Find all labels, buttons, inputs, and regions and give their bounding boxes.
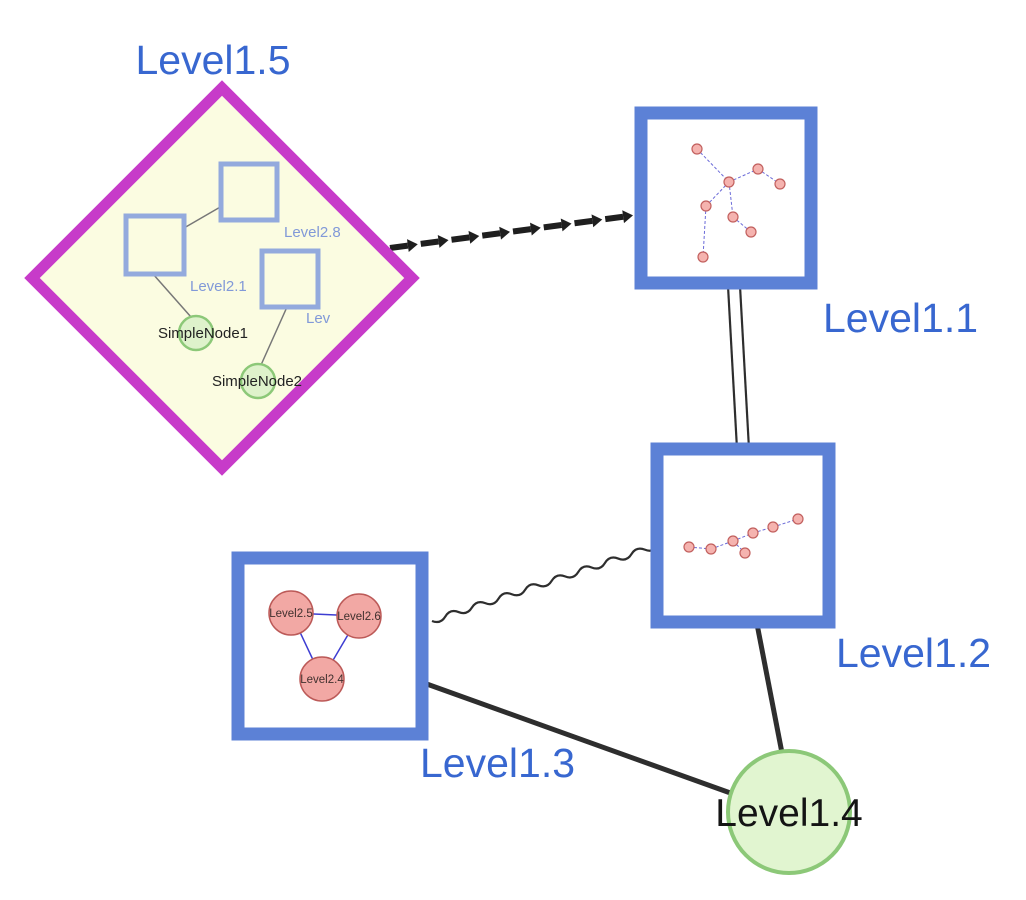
arrow-head-icon xyxy=(530,222,541,236)
arrow-dash xyxy=(389,242,409,251)
mini-node xyxy=(700,200,712,212)
mini-node xyxy=(747,527,759,539)
mini-edge xyxy=(696,148,730,183)
mini-edge xyxy=(688,546,712,550)
inner-node-label-level2-x: Lev xyxy=(306,310,331,327)
node-label-level1-1: Level1.1 xyxy=(823,295,978,341)
node-level1-3[interactable] xyxy=(231,551,429,741)
mini-node xyxy=(683,541,695,553)
inner-edge-sq2-sq1 xyxy=(183,205,223,229)
node-label-level1-3: Level1.3 xyxy=(420,740,575,786)
arrow-head-icon xyxy=(499,226,511,240)
mini-node xyxy=(723,176,735,188)
arrow-dash xyxy=(420,238,440,247)
node-label-level1-4: Level1.4 xyxy=(715,792,862,835)
arrow-dash xyxy=(604,213,624,223)
arrow-dash xyxy=(451,234,470,243)
arrow-head-icon xyxy=(407,239,418,253)
arrow-head-icon xyxy=(437,235,449,248)
mini-edge xyxy=(732,216,752,233)
inner-node-level2-4[interactable] xyxy=(299,656,345,702)
arrow-dash xyxy=(481,230,501,239)
mini-node xyxy=(792,513,804,525)
inner-node-level2-x[interactable] xyxy=(259,248,321,310)
mini-node xyxy=(697,251,709,263)
inner-node-simplenode2[interactable] xyxy=(239,362,277,400)
inner-node-label-level2-8: Level2.8 xyxy=(284,224,341,241)
inner-node-label-level2-4: Level2.4 xyxy=(300,674,344,686)
double-edge-line-2 xyxy=(738,285,751,450)
node-label-level1-5: Level1.5 xyxy=(135,37,290,83)
mini-edge xyxy=(702,205,707,258)
inner-node-label-level2-6: Level2.6 xyxy=(337,611,380,623)
mini-edge xyxy=(728,181,734,218)
arrow-dash xyxy=(512,226,532,235)
diamond-shape[interactable] xyxy=(24,80,420,476)
inner-node-label-simplenode2: SimpleNode2 xyxy=(212,373,302,390)
inner-edge-sq3-simplenode2 xyxy=(260,306,288,366)
mini-node xyxy=(691,143,703,155)
mini-node xyxy=(727,535,739,547)
edge-level1-3-to-level1-4[interactable] xyxy=(423,680,737,798)
minigraph-level1-2 xyxy=(683,513,804,559)
inner-node-level2-6[interactable] xyxy=(336,593,382,639)
inner-node-label-level2-5: Level2.5 xyxy=(269,608,312,620)
mini-node xyxy=(739,547,751,559)
node-label-level1-2: Level1.2 xyxy=(836,630,991,676)
arrow-head-icon xyxy=(468,230,480,244)
minigraph-level1-3: Level2.5 Level2.6 Level2.4 xyxy=(268,590,382,702)
mini-node xyxy=(745,226,757,238)
inner-node-label-simplenode1: SimpleNode1 xyxy=(158,325,248,342)
arrow-head-icon xyxy=(591,214,603,228)
double-edge-line-1 xyxy=(726,285,739,450)
mini-node xyxy=(727,211,739,223)
edge-level1-2-to-level1-3[interactable] xyxy=(431,538,672,624)
mini-edge xyxy=(710,540,734,550)
minigraph-level1-1 xyxy=(691,143,786,263)
arrow-head-icon xyxy=(560,218,572,232)
node-level1-2[interactable] xyxy=(650,442,836,629)
edge-level1-5-to-level1-1[interactable] xyxy=(389,210,634,253)
edge-level1-2-to-level1-4[interactable] xyxy=(754,623,785,754)
node-level1-1[interactable] xyxy=(634,106,818,290)
mini-node xyxy=(752,163,764,175)
inner-node-label-level2-1: Level2.1 xyxy=(190,278,247,295)
inner-node-level2-1[interactable] xyxy=(123,213,187,277)
arrow-head-icon xyxy=(622,210,634,224)
inner-node-simplenode1[interactable] xyxy=(177,314,215,352)
edge-level1-1-to-level1-2[interactable] xyxy=(726,285,751,450)
node-level1-5[interactable]: Level2.8 Level2.1 Lev SimpleNode1 Simple… xyxy=(24,80,420,476)
mini-node xyxy=(767,521,779,533)
inner-node-level2-5[interactable] xyxy=(268,590,314,636)
arrow-dash xyxy=(574,217,593,227)
arrow-dash xyxy=(543,222,563,231)
node-level1-4[interactable] xyxy=(726,749,852,875)
mini-node xyxy=(774,178,786,190)
inner-edge-sq2-simplenode1 xyxy=(152,273,192,318)
mini-node xyxy=(705,543,717,555)
inner-node-level2-8[interactable] xyxy=(218,161,280,223)
